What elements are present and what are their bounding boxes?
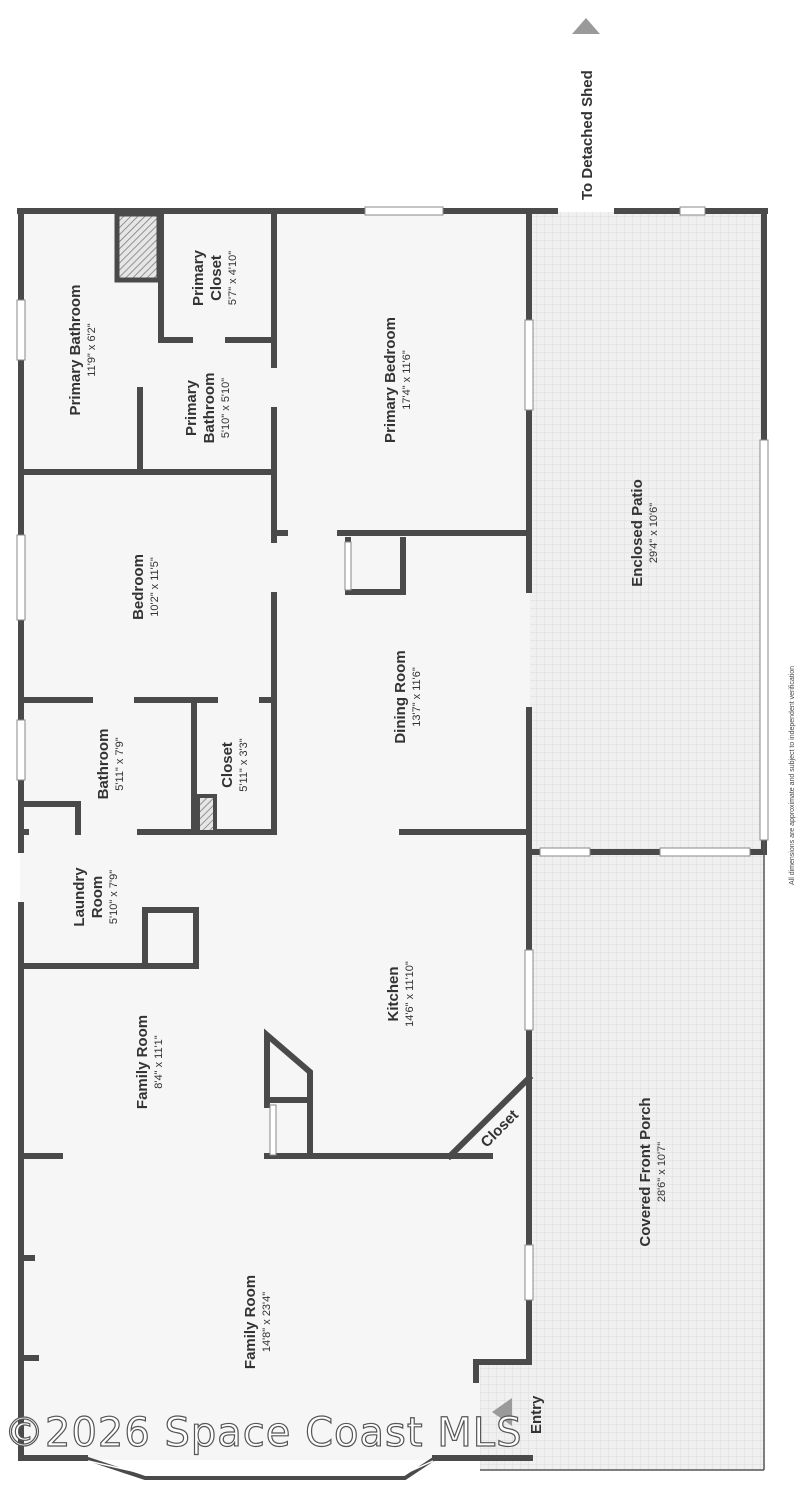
room-primary-bathroom-1: Primary Bathroom 11'9" x 6'2": [67, 285, 98, 416]
patio-porch-floor: [530, 212, 764, 1470]
room-laundry: Laundry Room 5'10" x 7'9": [71, 867, 120, 927]
svg-text:5'11" x 3'3": 5'11" x 3'3": [238, 738, 250, 791]
svg-text:Room: Room: [89, 876, 106, 919]
room-bathroom: Bathroom 5'11" x 7'9": [95, 729, 126, 800]
svg-text:Bedroom: Bedroom: [130, 554, 147, 620]
room-primary-closet: Primary Closet 5'7" x 4'10": [190, 249, 239, 306]
svg-text:8'4" x 11'1": 8'4" x 11'1": [153, 1035, 165, 1088]
svg-text:5'10" x 7'9": 5'10" x 7'9": [108, 870, 120, 924]
svg-text:Bathroom: Bathroom: [201, 373, 218, 444]
up-arrow-icon: [572, 18, 600, 34]
entry-label: Entry: [528, 1395, 545, 1434]
svg-text:13'7" x 11'6": 13'7" x 11'6": [411, 667, 423, 727]
svg-text:5'10" x 5'10": 5'10" x 5'10": [220, 378, 232, 438]
svg-text:5'11" x 7'9": 5'11" x 7'9": [114, 737, 126, 790]
svg-text:17'4" x 11'6": 17'4" x 11'6": [401, 350, 413, 410]
svg-text:5'7" x 4'10": 5'7" x 4'10": [227, 251, 239, 305]
room-dining: Dining Room 13'7" x 11'6": [392, 650, 423, 743]
interior-walls: [18, 208, 534, 1361]
svg-text:Bathroom: Bathroom: [95, 729, 112, 800]
room-primary-bedroom: Primary Bedroom 17'4" x 11'6": [382, 317, 413, 443]
svg-text:Primary: Primary: [190, 249, 207, 306]
svg-text:Laundry: Laundry: [71, 867, 88, 927]
svg-text:Primary Bedroom: Primary Bedroom: [382, 317, 399, 443]
svg-text:Covered Front Porch: Covered Front Porch: [637, 1097, 654, 1246]
linen-closet-hatch: [114, 211, 162, 283]
room-bedroom: Bedroom 10'2" x 11'5": [130, 554, 161, 620]
room-covered-front-porch: Covered Front Porch 28'6" x 10'7": [637, 1097, 668, 1246]
svg-text:14'6" x 11'10": 14'6" x 11'10": [404, 961, 416, 1027]
interior-floor: [20, 212, 530, 1460]
svg-text:Primary Bathroom: Primary Bathroom: [67, 285, 84, 416]
svg-text:Closet: Closet: [208, 255, 225, 301]
room-enclosed-patio: Enclosed Patio 29'4" x 10'6": [629, 479, 660, 587]
svg-text:Kitchen: Kitchen: [385, 966, 402, 1021]
svg-text:29'4" x 10'6": 29'4" x 10'6": [648, 503, 660, 563]
room-closet: Closet 5'11" x 3'3": [219, 738, 250, 791]
watermark: ©2026 Space Coast MLS: [4, 1410, 522, 1456]
room-primary-bathroom-2: Primary Bathroom 5'10" x 5'10": [183, 373, 232, 444]
svg-text:Primary: Primary: [183, 379, 200, 436]
disclaimer-note: All dimensions are approximate and subje…: [789, 666, 796, 885]
svg-text:Dining Room: Dining Room: [392, 650, 409, 743]
room-family-large: Family Room 14'8" x 23'4": [242, 1275, 273, 1369]
svg-text:11'9" x 6'2": 11'9" x 6'2": [86, 323, 98, 376]
detached-shed-label: To Detached Shed: [579, 70, 596, 200]
windows: [16, 206, 769, 1301]
room-kitchen: Kitchen 14'6" x 11'10": [385, 961, 416, 1027]
svg-text:14'8" x 23'4": 14'8" x 23'4": [261, 1292, 273, 1352]
svg-text:10'2" x 11'5": 10'2" x 11'5": [149, 557, 161, 617]
bath-closet-hatch: [196, 794, 217, 834]
svg-text:Family Room: Family Room: [134, 1015, 151, 1109]
room-family-small: Family Room 8'4" x 11'1": [134, 1015, 165, 1109]
svg-text:Family Room: Family Room: [242, 1275, 259, 1369]
svg-text:Enclosed Patio: Enclosed Patio: [629, 479, 646, 587]
bay-window: [84, 1456, 437, 1480]
svg-text:Closet: Closet: [219, 742, 236, 788]
svg-text:28'6" x 10'7": 28'6" x 10'7": [656, 1142, 668, 1202]
entry-arrow-icon: [492, 1398, 512, 1426]
